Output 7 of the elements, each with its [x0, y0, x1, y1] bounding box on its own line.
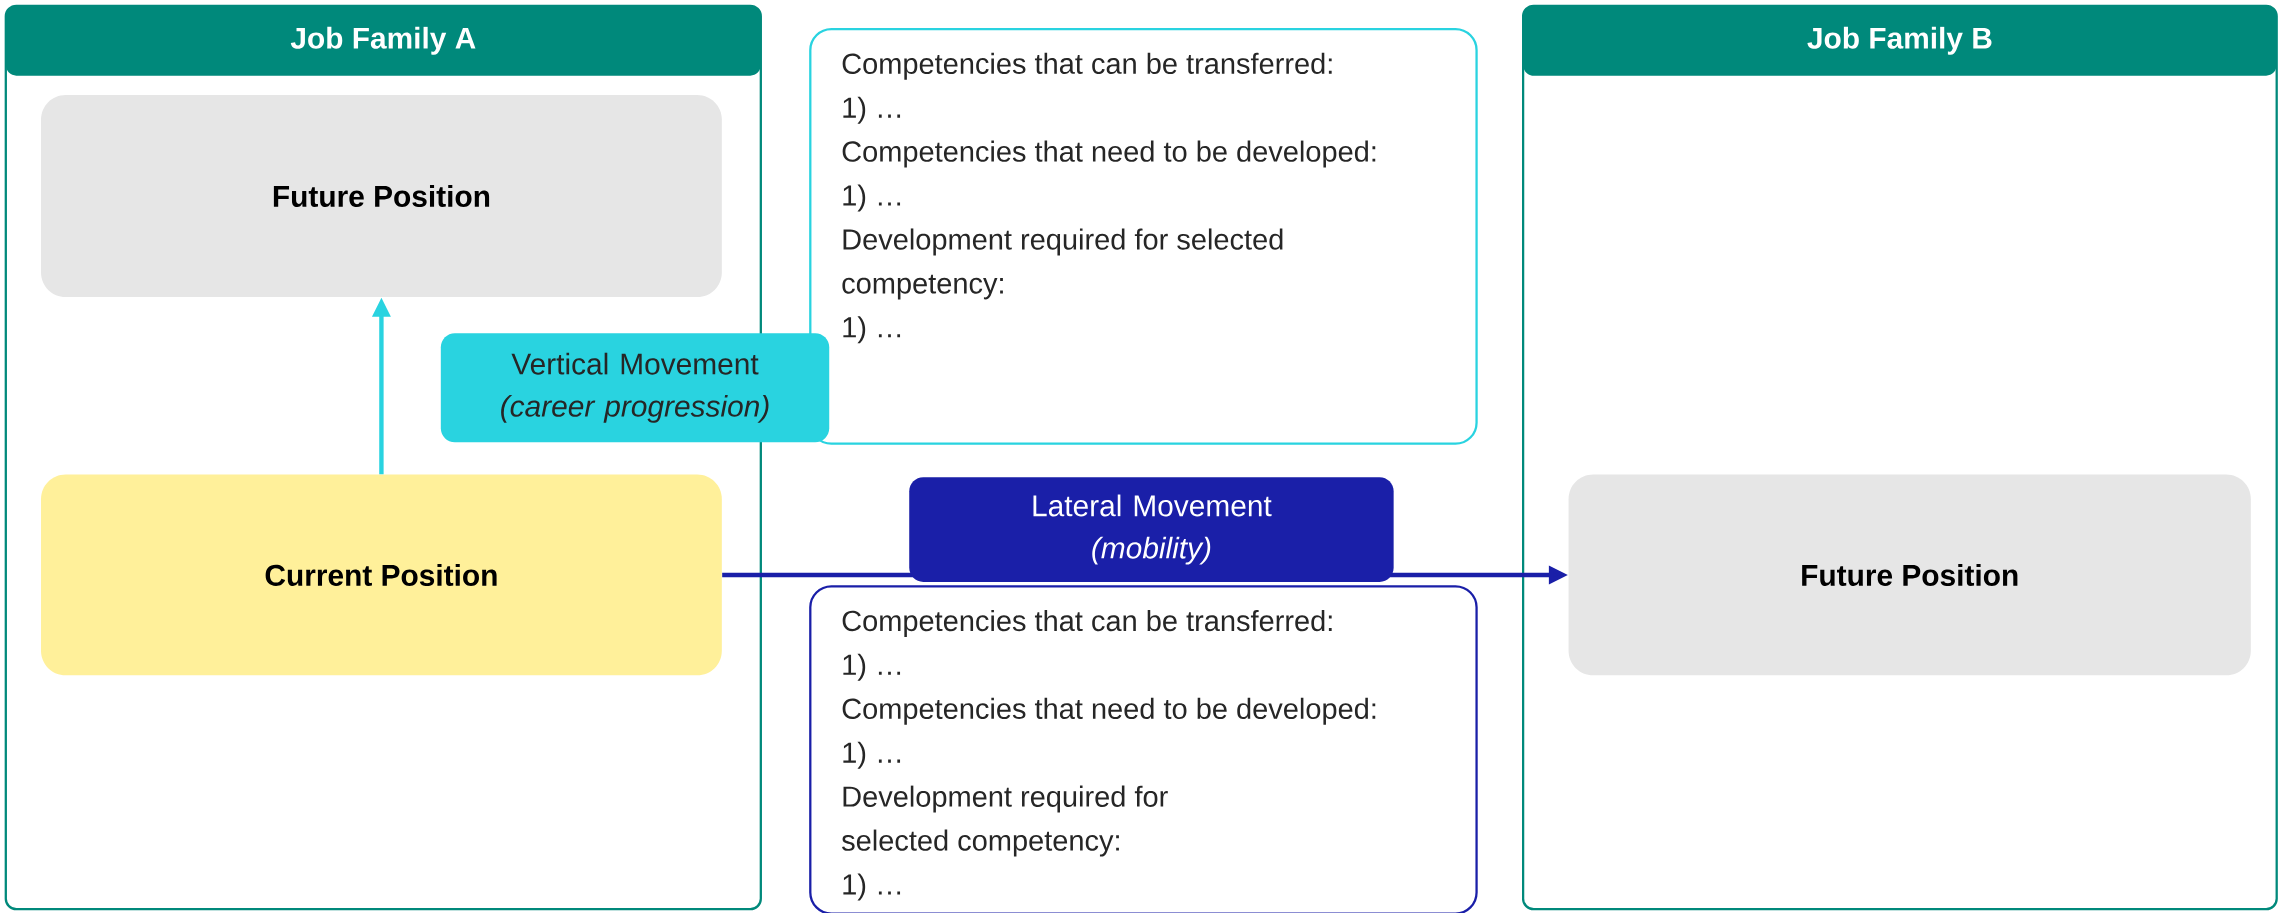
- position-box: Future Position: [1568, 474, 2251, 676]
- text-box: Competencies that can be transferred: 1) … Competencies that need to be developed: 1) … Development required for selected competency: 1) …: [809, 28, 1478, 445]
- text-box: Competencies that can be transferred: 1) … Competencies that need to be developed: 1) … Development required for selected competency: 1) …: [809, 585, 1478, 913]
- edge-label: Lateral Movement (mobility): [909, 477, 1394, 582]
- edge-label: Vertical Movement (career progression): [440, 333, 830, 443]
- position-box: Current Position: [41, 474, 722, 676]
- position-box: Future Position: [41, 94, 722, 298]
